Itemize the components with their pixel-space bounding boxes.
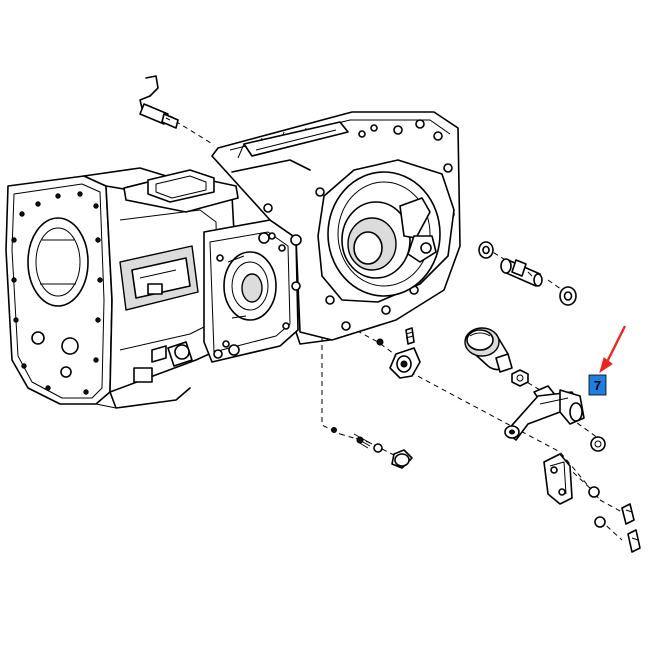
pin-and-washers	[478, 241, 577, 306]
callout-label-box	[588, 374, 607, 396]
callout-arrow-head	[599, 357, 613, 374]
callout-7: 7	[588, 325, 627, 396]
lever-knob	[464, 327, 513, 373]
callout-label: 7	[594, 378, 601, 393]
sensor-with-wire	[139, 75, 179, 129]
callout-arrow-shaft	[604, 325, 627, 365]
detent-parts-middle	[376, 327, 421, 379]
hex-nut	[511, 369, 529, 387]
housing-bolt-heads	[258, 119, 455, 331]
detent-parts-lower	[331, 427, 413, 469]
link-plate	[543, 453, 573, 505]
shift-lever-assembly	[504, 385, 606, 452]
washers-and-clips	[588, 486, 641, 553]
transmission-housing	[5, 111, 461, 409]
flange-bolt-holes	[11, 191, 103, 395]
